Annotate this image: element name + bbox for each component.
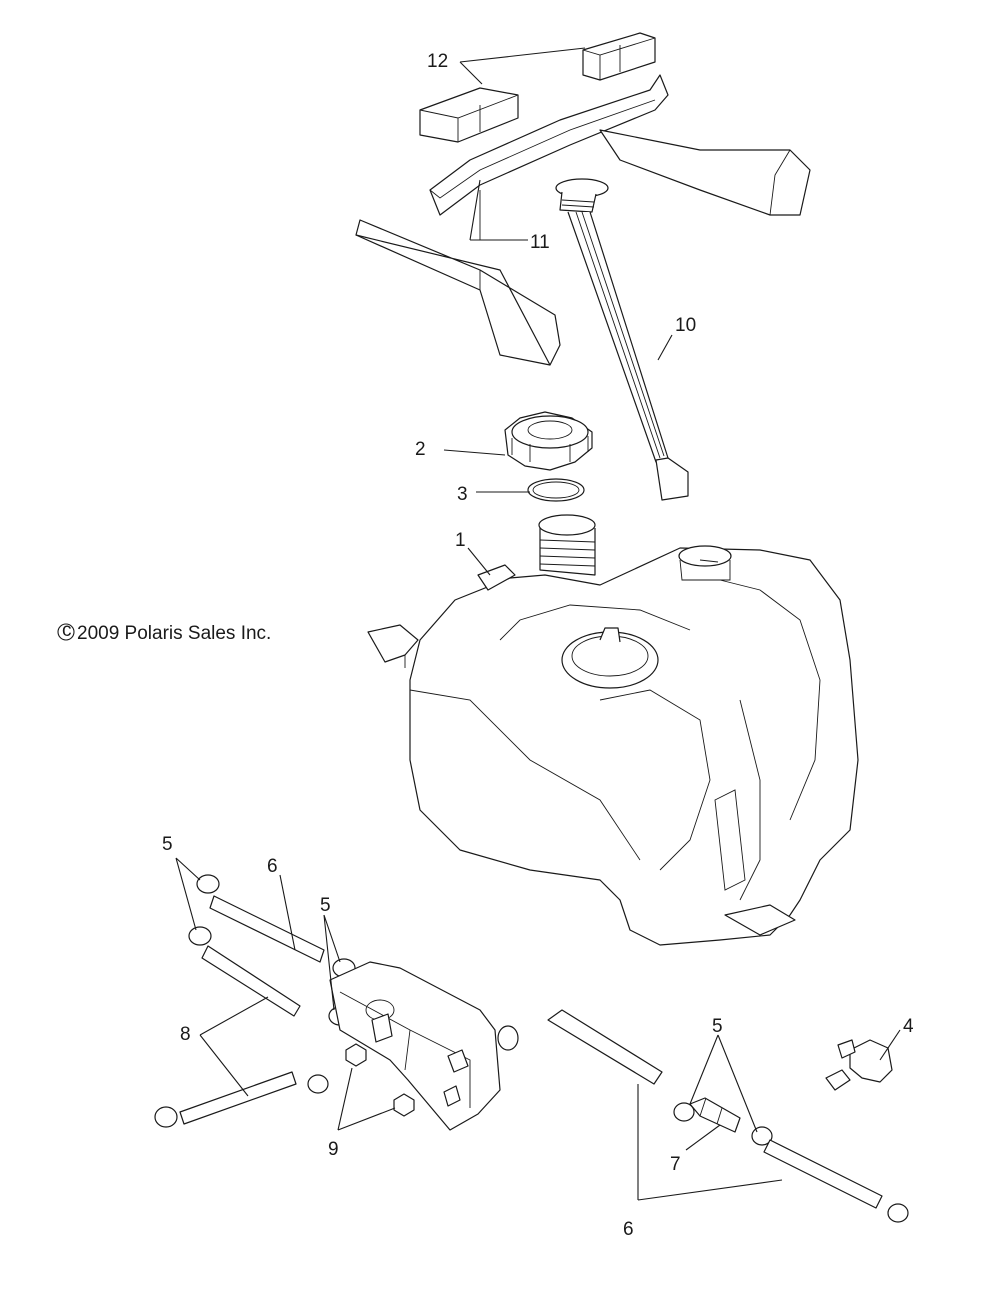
part-6-8-fuel-hoses bbox=[179, 895, 883, 1209]
part-7-fitting bbox=[689, 1097, 741, 1133]
callout-3: 3 bbox=[457, 484, 468, 505]
copyright-notice: c 2009 Polaris Sales Inc. bbox=[57, 620, 271, 644]
callout-5-middle: 5 bbox=[320, 895, 331, 916]
part-1-fuel-tank bbox=[367, 514, 859, 946]
callout-11: 11 bbox=[530, 232, 550, 253]
part-2-fuel-cap bbox=[504, 411, 593, 471]
part-4-check-valve bbox=[825, 1039, 893, 1091]
part-3-gasket bbox=[527, 478, 585, 502]
part-11-tank-bracket bbox=[355, 74, 811, 366]
callout-5-left: 5 bbox=[162, 834, 173, 855]
callout-12: 12 bbox=[427, 51, 448, 72]
callout-4: 4 bbox=[903, 1016, 914, 1037]
leader-lines bbox=[175, 47, 901, 1201]
callout-6-lower: 6 bbox=[623, 1219, 634, 1240]
callout-10: 10 bbox=[675, 315, 696, 336]
callout-9: 9 bbox=[328, 1139, 339, 1160]
callout-6-upper: 6 bbox=[267, 856, 278, 877]
callout-2: 2 bbox=[415, 439, 426, 460]
callout-8: 8 bbox=[180, 1024, 191, 1045]
callout-numbers: 12 11 10 2 3 1 5 6 5 4 5 8 9 7 6 bbox=[162, 51, 914, 1240]
callout-1: 1 bbox=[455, 530, 466, 551]
fuel-pump-module bbox=[329, 961, 519, 1131]
part-10-fuel-sender bbox=[555, 178, 689, 501]
copyright-text: 2009 Polaris Sales Inc. bbox=[77, 623, 271, 644]
callout-5-right: 5 bbox=[712, 1016, 723, 1037]
callout-7: 7 bbox=[670, 1154, 681, 1175]
part-9-nuts bbox=[345, 1043, 415, 1117]
copyright-symbol: c bbox=[62, 620, 72, 641]
part-12-rubber-blocks bbox=[419, 32, 656, 143]
copyright-symbol-circle bbox=[57, 623, 75, 641]
